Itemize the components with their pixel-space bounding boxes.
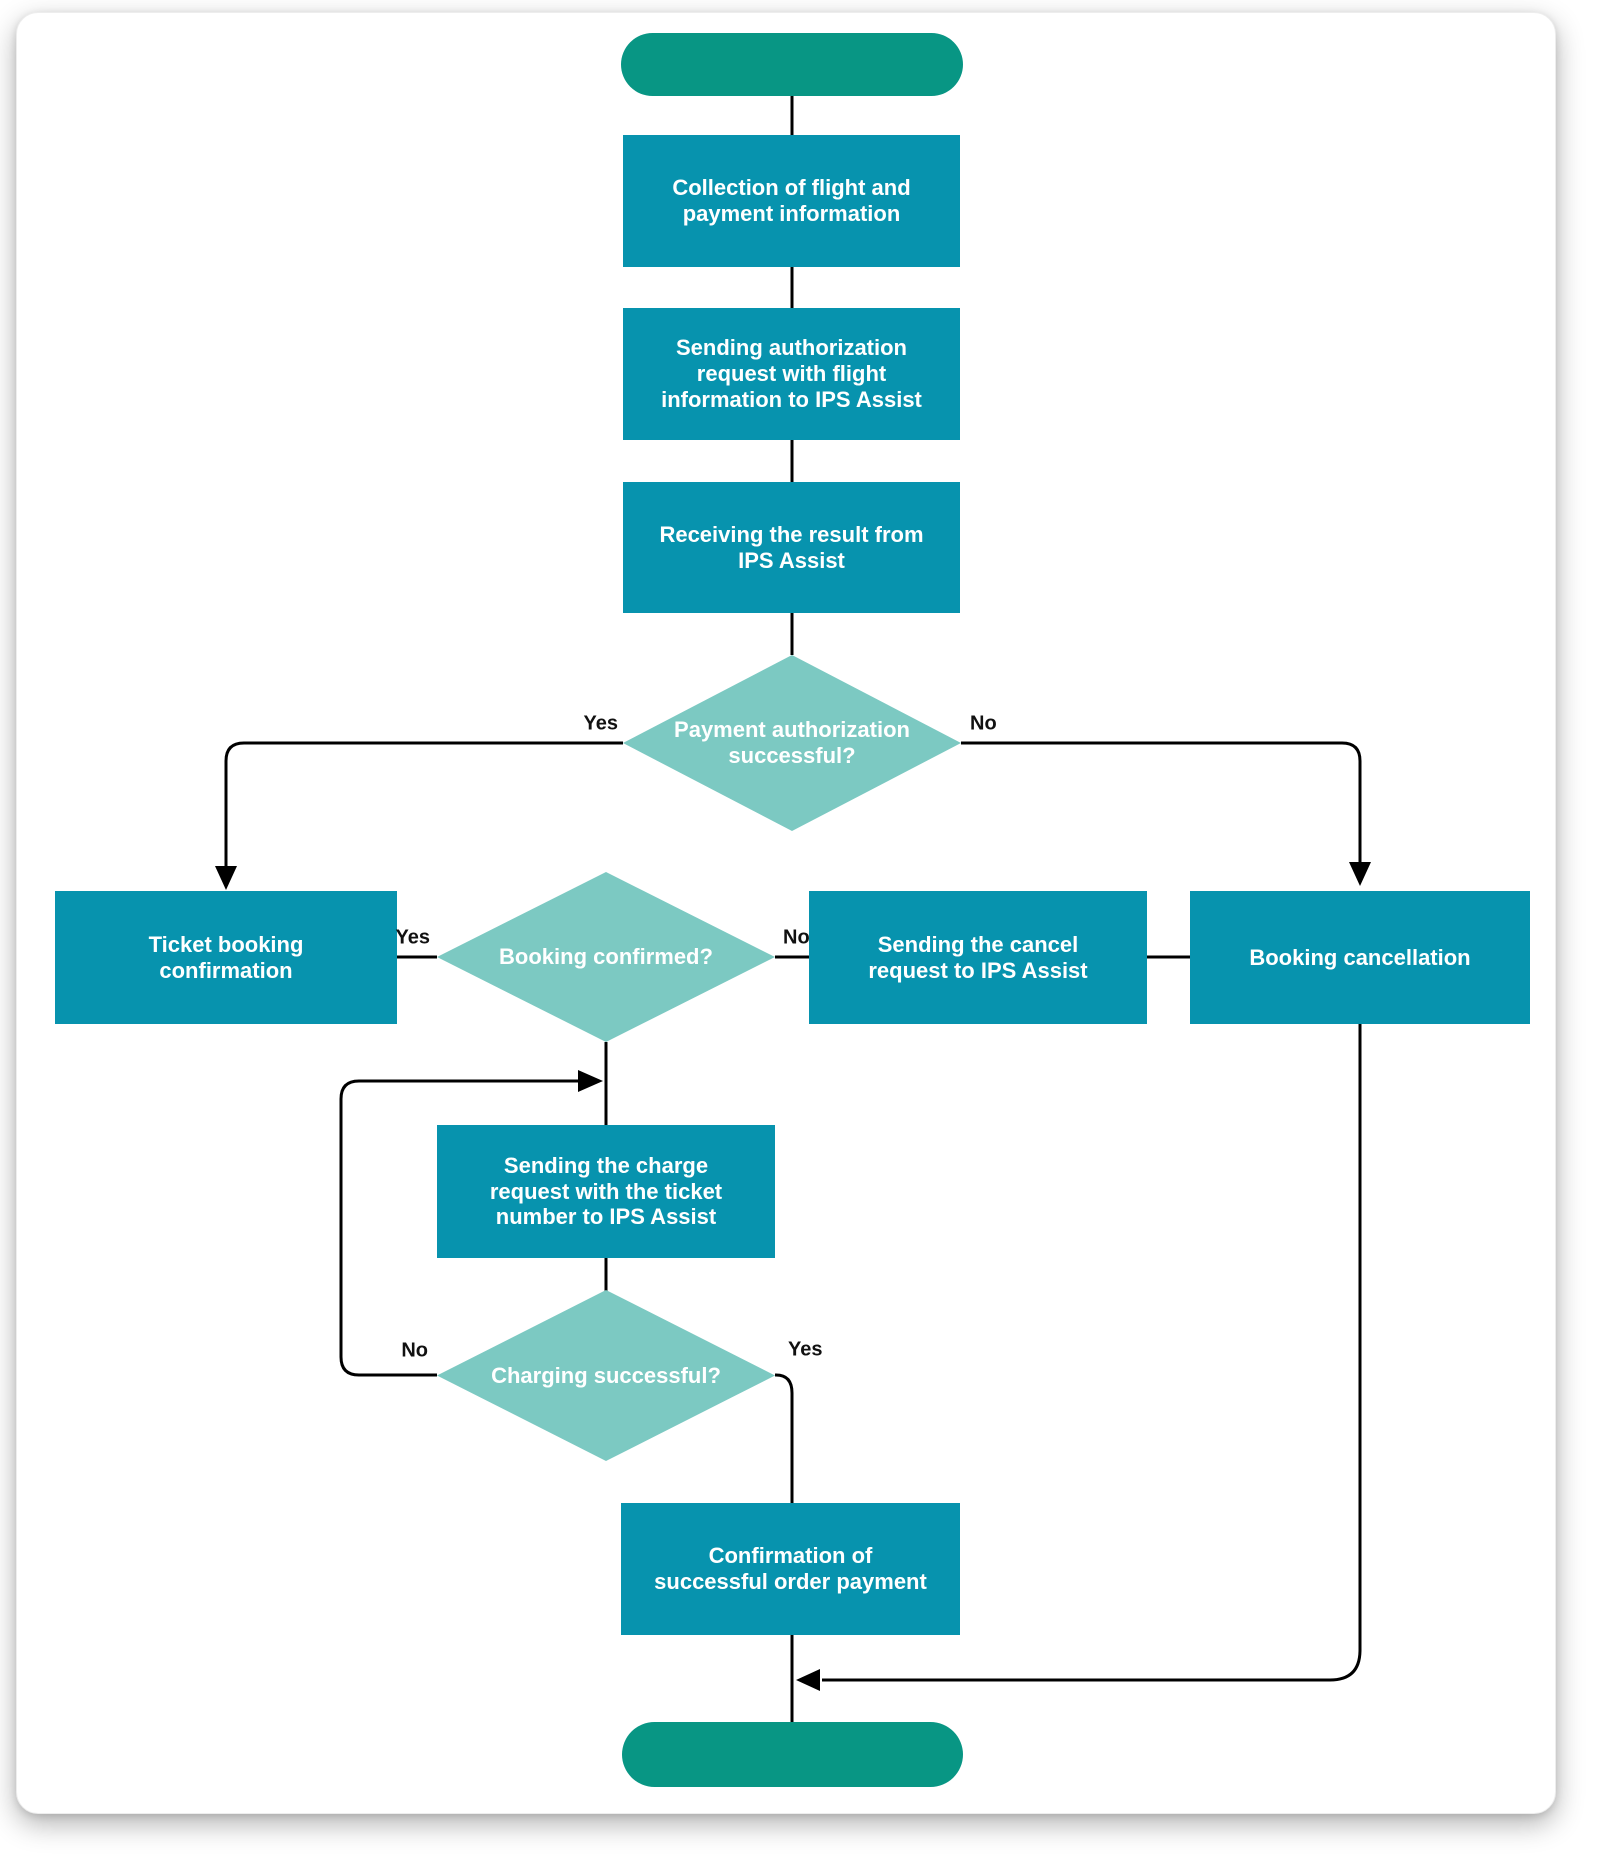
process-cancel-request: Sending the cancel request to IPS Assist — [809, 891, 1147, 1024]
process-charge-request: Sending the charge request with the tick… — [437, 1125, 775, 1258]
process-booking-cancellation: Booking cancellation — [1190, 891, 1530, 1024]
end-terminal — [622, 1722, 963, 1787]
process-payment-confirmation: Confirmation of successful order payment — [621, 1503, 960, 1635]
process-ticket-confirmation: Ticket booking confirmation — [55, 891, 397, 1024]
edge-label-auth-no: No — [970, 712, 997, 735]
process-collect-info: Collection of flight and payment informa… — [623, 135, 960, 267]
start-terminal — [621, 33, 963, 96]
process-receive-result: Receiving the result from IPS Assist — [623, 482, 960, 613]
edge-label-booking-no: No — [783, 926, 810, 949]
edge-label-booking-yes: Yes — [395, 926, 430, 949]
edge-label-charge-no: No — [401, 1339, 428, 1362]
edge-label-charge-yes: Yes — [788, 1338, 823, 1361]
edge-label-auth-yes: Yes — [583, 712, 618, 735]
process-send-auth-request: Sending authorization request with fligh… — [623, 308, 960, 440]
